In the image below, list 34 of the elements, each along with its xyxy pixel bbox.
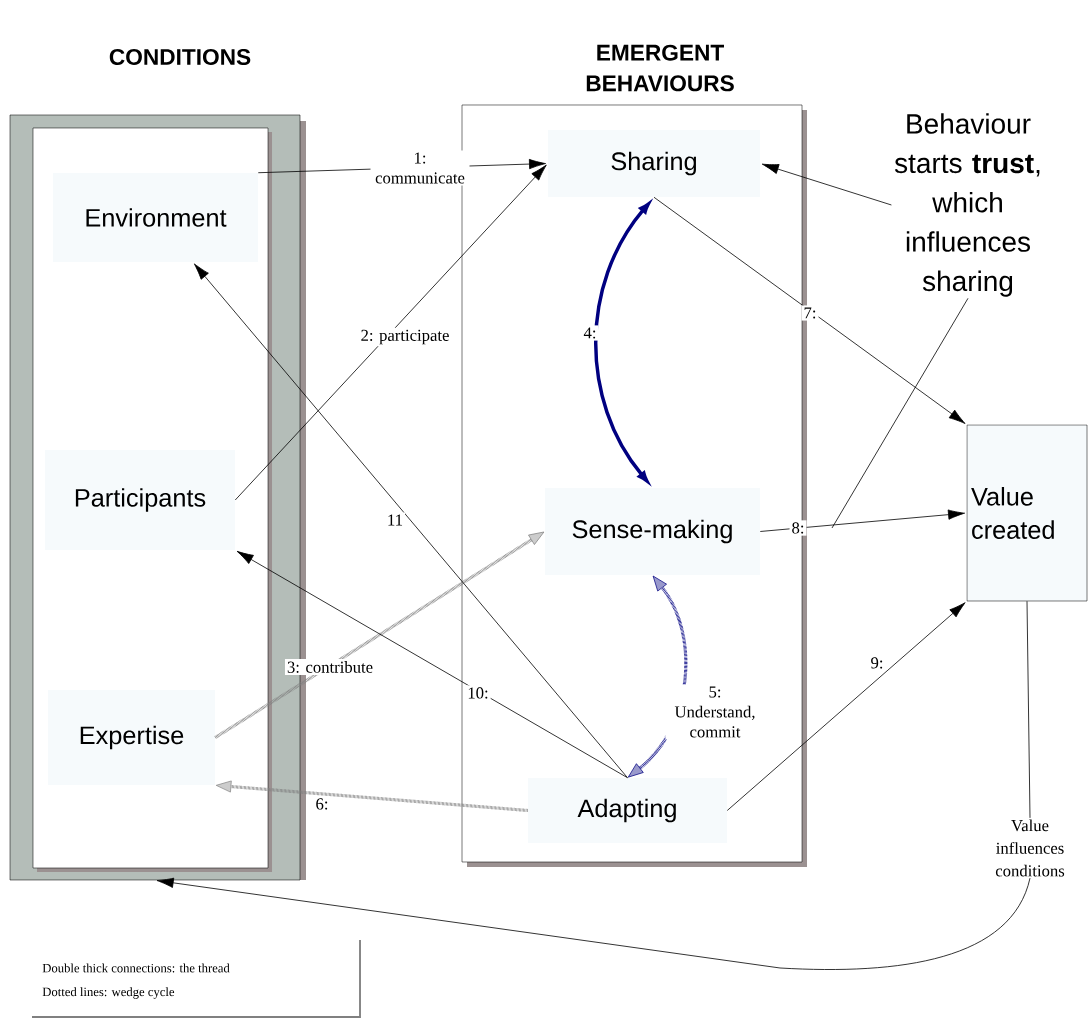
- behaviour-box: Adapting: [528, 778, 727, 843]
- condition-box: Expertise: [48, 690, 215, 785]
- edge-label: 9:: [868, 655, 886, 671]
- arrow: [653, 196, 966, 424]
- edge-label: 2: participate: [358, 327, 452, 347]
- arrow: [627, 575, 688, 778]
- arrow: [761, 163, 892, 206]
- edge-label: 1: communicate: [370, 150, 470, 186]
- edge-label: 10:: [465, 685, 491, 701]
- condition-box: Participants: [45, 450, 235, 550]
- behaviour-box: Sharing: [548, 130, 760, 197]
- edge-label: 11: [385, 512, 406, 528]
- leader-line: [831, 297, 969, 529]
- node-label: CONDITIONS: [109, 48, 251, 66]
- condition-box: Environment: [53, 173, 258, 262]
- note-text: Behaviour starts trust, which influences sharing: [894, 113, 1040, 297]
- note-text: Value influences conditions: [995, 819, 1065, 877]
- arrow: [759, 509, 965, 532]
- edge-label: 3: contribute: [284, 659, 376, 675]
- arrow: [236, 550, 628, 779]
- node-label: EMERGENT BEHAVIOURS: [586, 44, 734, 92]
- edge-label: 6:: [313, 796, 331, 812]
- value-box: Value created: [966, 424, 1088, 602]
- arrow: [726, 602, 966, 811]
- arrow: [234, 164, 547, 501]
- arrow: [214, 531, 545, 739]
- arrow: [215, 780, 528, 813]
- legend-text: Dotted lines: wedge cycle: [42, 987, 175, 999]
- behaviour-box: Sense-making: [545, 488, 760, 575]
- arrow: [193, 263, 628, 779]
- edge-label: 5: Understand, commit: [665, 684, 765, 740]
- connector-line: [1026, 600, 1031, 819]
- arrow: [156, 877, 1031, 970]
- legend-text: Double thick connections: the thread: [42, 963, 230, 973]
